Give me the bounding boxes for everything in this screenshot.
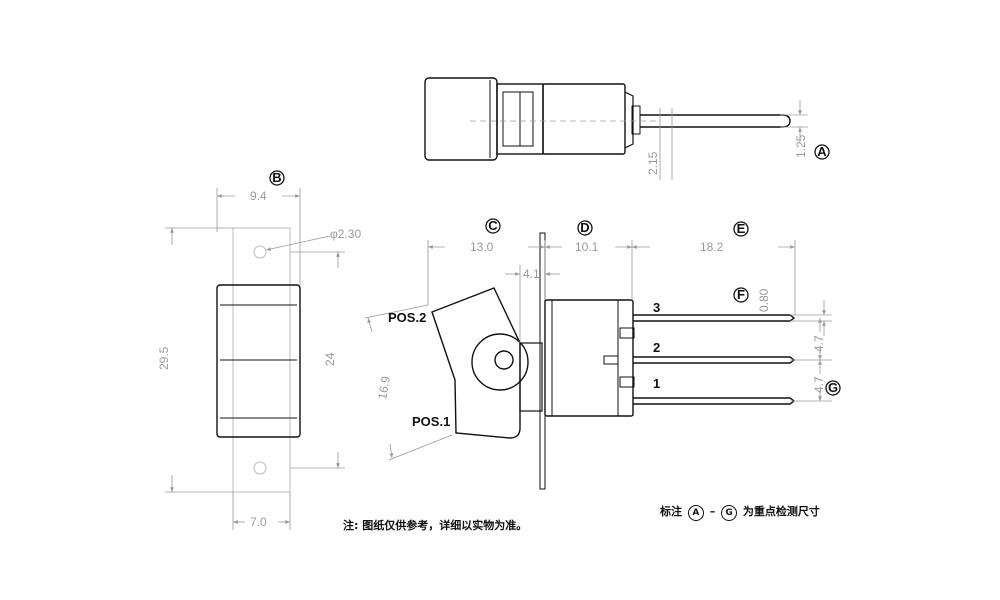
top-rocker-body (424, 77, 498, 161)
pos1-label: POS.1 (412, 414, 450, 429)
svg-text:E: E (737, 221, 746, 236)
side-housing (544, 299, 634, 417)
dim-rocker-len: 16.9 (375, 375, 393, 401)
dim-width-b: 9.4 (250, 189, 267, 203)
top-terminal-pin (640, 114, 791, 128)
terminal-2-label: 2 (653, 340, 660, 355)
marker-f: F (733, 287, 749, 303)
side-view-dimensions (364, 240, 832, 461)
front-view-dimensions (165, 188, 345, 530)
svg-text:D: D (580, 220, 589, 235)
dim-height-outer: 29.5 (157, 346, 171, 370)
pivot-ring (471, 333, 529, 391)
key-note-from: A (687, 505, 704, 521)
front-rocker (216, 284, 301, 438)
marker-e: E (733, 221, 749, 237)
front-view (216, 227, 301, 493)
dim-height-inner: 24 (323, 352, 337, 366)
svg-text:A: A (817, 144, 827, 159)
key-note-dash: – (709, 505, 716, 518)
pin-1 (633, 397, 796, 405)
key-dimensions-note: 标注 A – G 为重点检测尺寸 (660, 503, 820, 521)
marker-c: C (485, 218, 501, 234)
svg-text:C: C (488, 218, 498, 233)
terminal-1-label: 1 (653, 376, 660, 391)
dim-base-width: 7.0 (250, 515, 267, 529)
svg-text:B: B (272, 170, 281, 185)
top-housing (542, 83, 626, 155)
key-note-prefix: 标注 (660, 505, 682, 518)
dim-d: 10.1 (575, 240, 599, 254)
pivot-pin (494, 350, 514, 370)
pin-3 (633, 314, 796, 322)
bottom-hole (253, 461, 267, 475)
dim-e: 18.2 (700, 240, 724, 254)
marker-b: B (269, 170, 285, 186)
dim-top-a: 1.25 (794, 134, 808, 158)
key-note-to: G (721, 505, 738, 521)
marker-d: D (577, 220, 593, 236)
marker-a: A (814, 144, 830, 160)
svg-text:F: F (737, 287, 745, 302)
terminal-3-label: 3 (653, 300, 660, 315)
side-view (431, 232, 796, 490)
svg-text:G: G (828, 380, 838, 395)
marker-g: G (825, 380, 841, 396)
dim-offset: 4.1 (523, 267, 540, 281)
pin-2 (633, 356, 796, 364)
key-note-suffix: 为重点检测尺寸 (742, 505, 820, 518)
top-view (424, 77, 791, 161)
dim-hole-dia: φ2.30 (330, 227, 361, 241)
disclaimer-note: 注: 图纸仅供参考，详细以实物为准。 (343, 519, 528, 532)
dim-pin-pitch-bottom: 4.7 (812, 376, 826, 393)
dim-pin-thick: 0.80 (757, 288, 771, 312)
top-view-dimensions (659, 100, 808, 180)
dim-pin-pitch-top: 4.7 (812, 335, 826, 352)
top-hole (253, 245, 267, 259)
pos2-label: POS.2 (388, 310, 426, 325)
dim-c: 13.0 (470, 240, 494, 254)
dim-top-b: 2.15 (646, 151, 660, 175)
